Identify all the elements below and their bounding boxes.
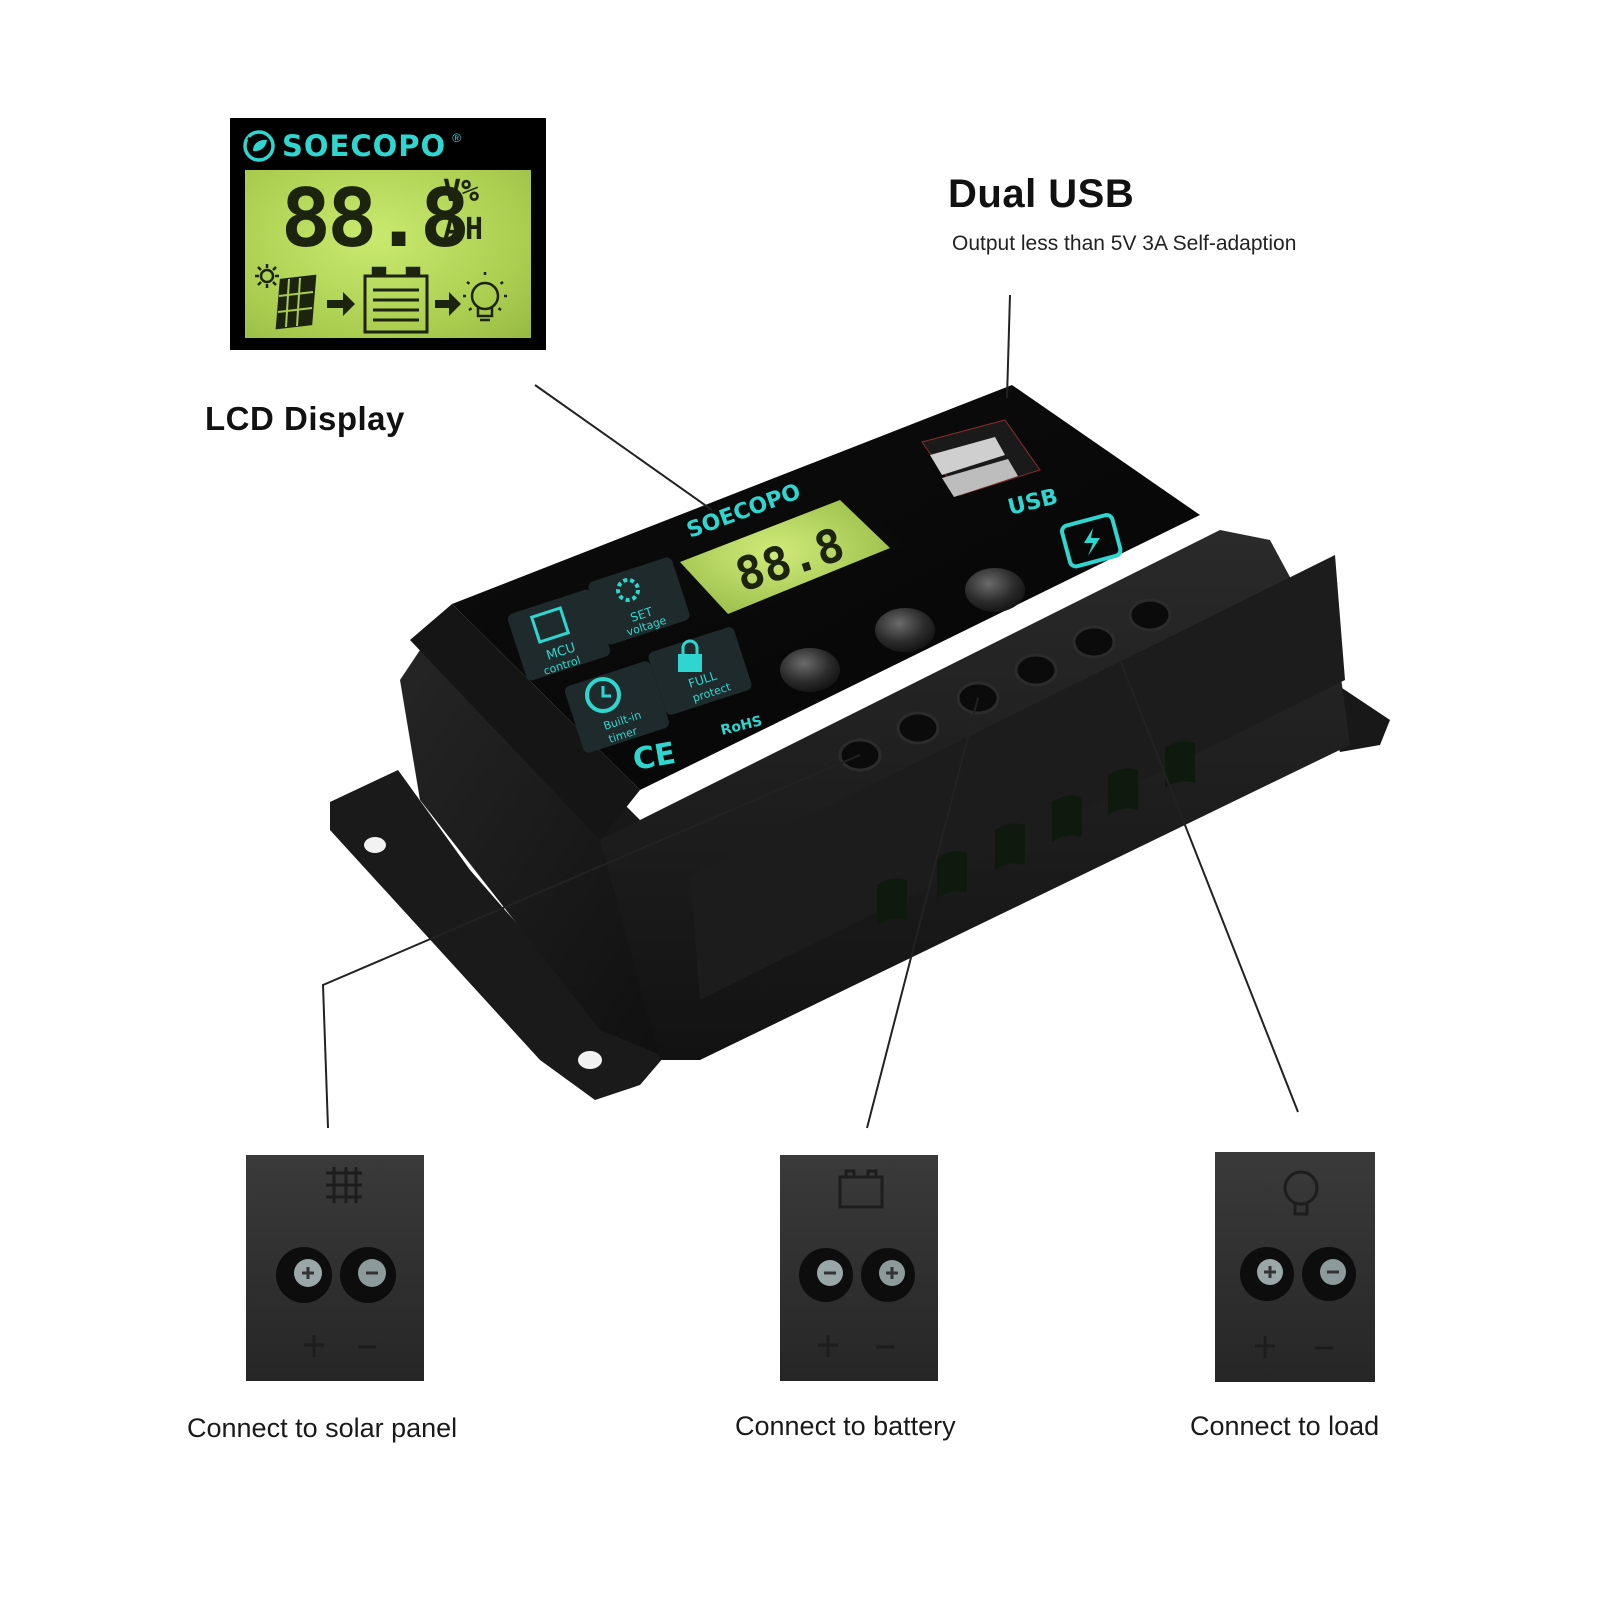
arrow-right-icon — [327, 292, 355, 316]
caption-solar-panel: Connect to solar panel — [187, 1413, 458, 1443]
badge-set-voltage: SET voltage — [588, 557, 690, 645]
leader-lines — [321, 294, 1299, 1129]
load-terminal-photo — [1215, 1152, 1375, 1382]
case-left-side — [400, 620, 690, 1055]
brand-name: SOECOPO — [282, 129, 447, 163]
lcd-unit-top: V% — [443, 174, 480, 209]
lcd-unit-bottom: AH — [443, 212, 488, 247]
solar-terminal-photo — [246, 1155, 424, 1381]
caption-load: Connect to load — [1190, 1411, 1380, 1441]
dual-usb-label: Dual USB — [948, 172, 1135, 216]
badge-full-protect: FULL protect — [648, 627, 752, 715]
menu-button[interactable] — [780, 648, 840, 692]
caption-battery: Connect to battery — [735, 1411, 956, 1441]
mount-hole-left — [364, 837, 386, 853]
lcd-display-inset: SOECOPO ® 88.8 V% AH — [230, 118, 546, 350]
ce-mark: CE — [630, 736, 678, 778]
plus-icon — [304, 1335, 324, 1357]
down-button[interactable] — [965, 568, 1025, 612]
svg-text:SET: SET — [629, 604, 655, 624]
arrow-right-icon-2 — [435, 292, 461, 316]
device-lcd-screen — [680, 500, 890, 614]
badge-built-in-timer: Built-in timer — [564, 661, 670, 753]
leaf-logo-icon — [243, 130, 275, 162]
lcd-display-label: LCD Display — [205, 400, 405, 437]
battery-icon — [838, 1169, 884, 1209]
solar-panel-icon — [275, 274, 317, 330]
phone-charge-icon — [1060, 513, 1123, 569]
mount-flange-left — [330, 770, 670, 1100]
registered-mark: ® — [452, 131, 462, 145]
battery-icon — [363, 266, 429, 334]
badge-mcu-control: MCU control — [507, 589, 611, 681]
light-bulb-icon — [1283, 1170, 1319, 1216]
brand-logo: SOECOPO ® — [242, 126, 461, 166]
usb-port[interactable] — [921, 419, 1041, 497]
wire-slots — [877, 741, 1195, 925]
usb-output-note: Output less than 5V 3A Self-adaption — [952, 232, 1297, 255]
lcd-screen: 88.8 V% AH — [245, 170, 531, 338]
plus-icon — [1255, 1336, 1275, 1358]
solar-panel-icon — [326, 1167, 362, 1203]
lcd-flow-icons — [255, 264, 507, 334]
mount-hole-bottom — [578, 1051, 602, 1069]
sun-icon — [255, 264, 279, 288]
battery-terminal-photo — [780, 1155, 938, 1381]
light-bulb-icon — [463, 272, 507, 322]
screw-holes — [838, 598, 1172, 772]
plus-icon — [818, 1335, 838, 1357]
up-button[interactable] — [875, 608, 935, 652]
lcd-digits: 88.8 — [280, 172, 471, 265]
